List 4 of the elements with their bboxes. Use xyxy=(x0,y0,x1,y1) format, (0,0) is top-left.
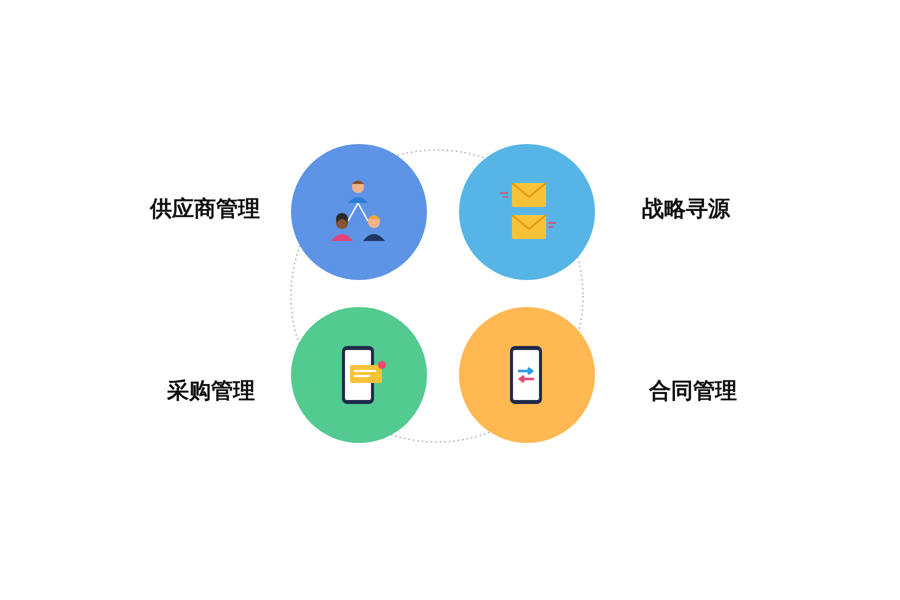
circle-label: 战略寻源 xyxy=(642,196,730,224)
circle-label: 合同管理 xyxy=(649,378,737,406)
circle-label: 供应商管理 xyxy=(150,196,260,224)
circle-label: 采购管理 xyxy=(167,378,255,406)
